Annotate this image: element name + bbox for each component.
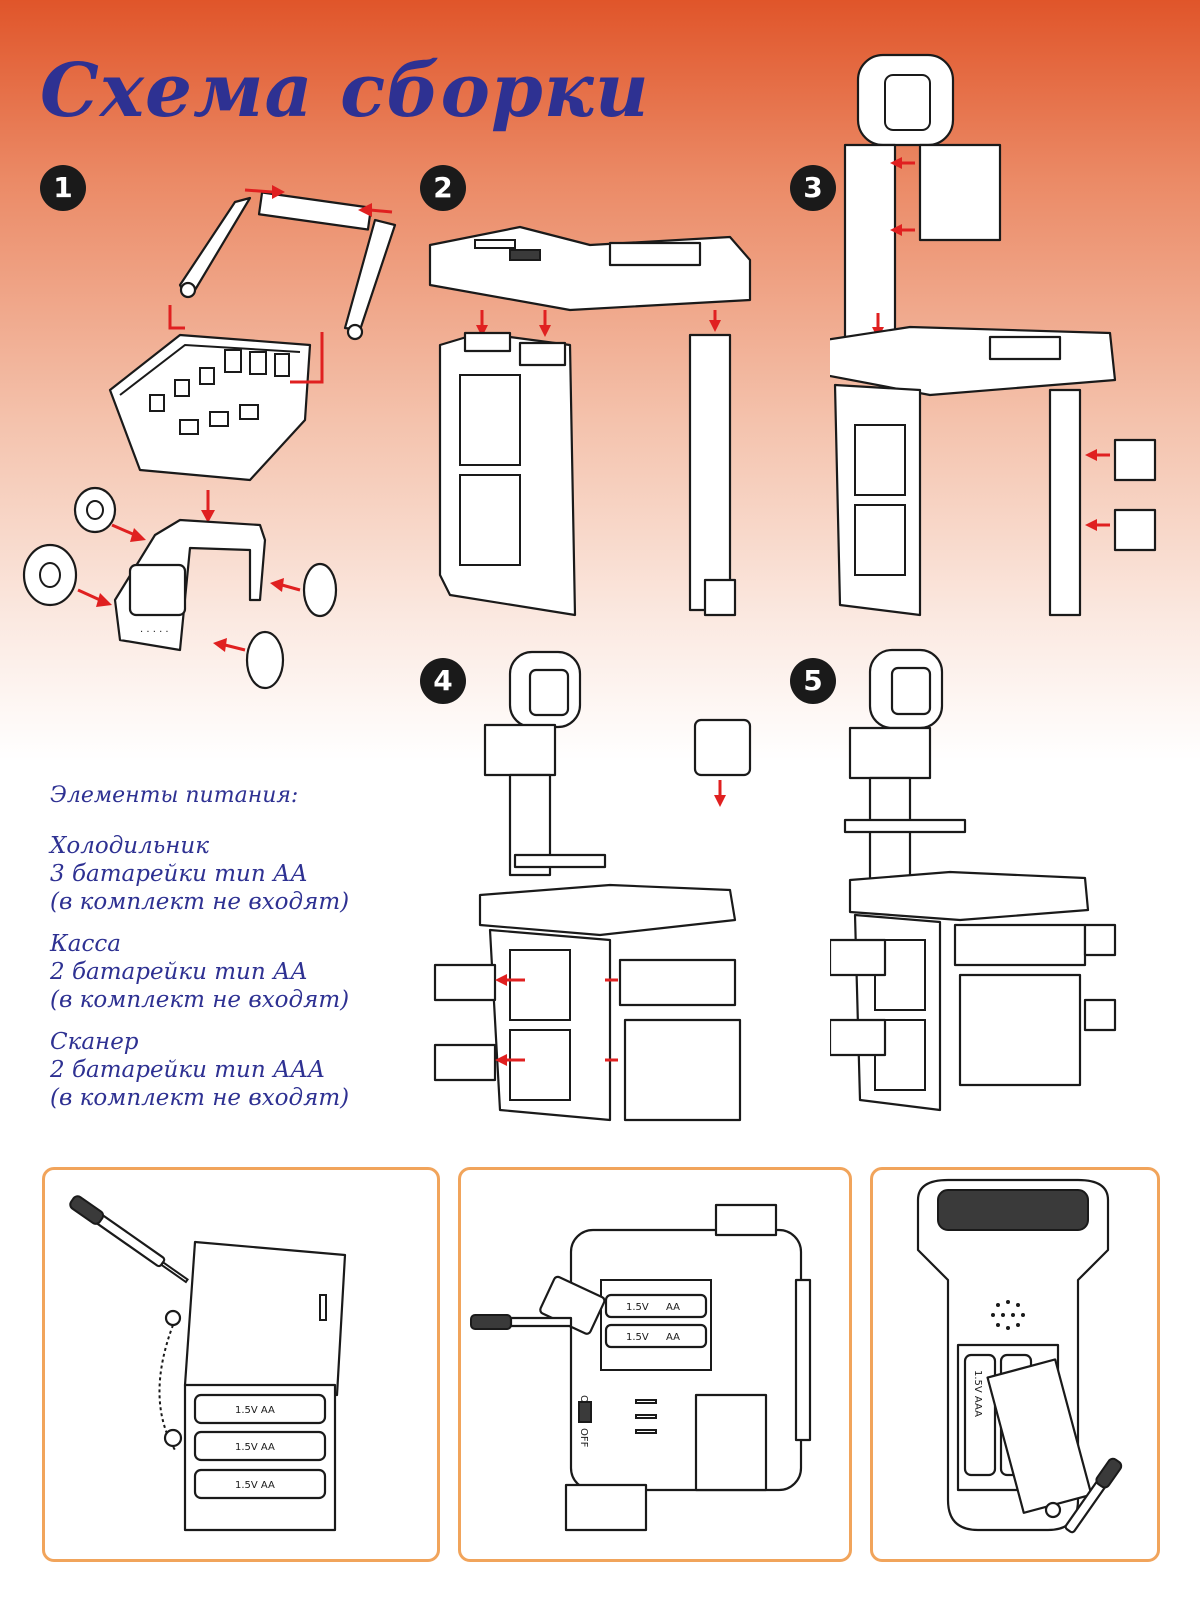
step-number-2: 2: [420, 165, 466, 211]
battery-label: 1.5V AA: [235, 1480, 275, 1491]
step-number-3: 3: [790, 165, 836, 211]
power-group-note: (в комплект не входят): [50, 987, 350, 1013]
battery-label: 1.5V AAA: [972, 1370, 983, 1417]
power-group-note: (в комплект не входят): [50, 1085, 350, 1111]
step-2-counter-illustration: [428, 225, 752, 617]
power-group-name: Сканер: [50, 1029, 139, 1055]
battery-label: AA: [666, 1332, 680, 1343]
battery-label: 1.5V AA: [235, 1405, 275, 1416]
power-group-batteries: 2 батарейки тип АА: [50, 959, 308, 985]
power-elements-info: Элементы питания: Холодильник 3 батарейк…: [50, 783, 420, 1126]
page-title: Схема сборки: [40, 48, 650, 134]
step-5-assembled-illustration: [830, 648, 1117, 1112]
power-group-batteries: 3 батарейки тип АА: [50, 861, 308, 887]
step-3-scanner-stand-illustration: [830, 53, 1157, 617]
step-number-5: 5: [790, 658, 836, 704]
power-group-fridge: Холодильник 3 батарейки тип АА (в компле…: [50, 832, 420, 916]
fridge-battery-compartment-illustration: 1.5V AA 1.5V AA 1.5V AA: [69, 1195, 347, 1532]
cash-register-battery-panel: 1.5V AA 1.5V AA ON OFF: [458, 1167, 852, 1562]
power-group-note: (в комплект не входят): [50, 889, 350, 915]
power-heading: Элементы питания:: [50, 783, 299, 808]
battery-label: 1.5V AA: [235, 1442, 275, 1453]
step-number-1: 1: [40, 165, 86, 211]
power-group-name: Холодильник: [50, 833, 209, 859]
power-group-cash-register: Касса 2 батарейки тип АА (в комплект не …: [50, 930, 420, 1014]
cash-register-battery-compartment-illustration: 1.5V AA 1.5V AA ON OFF: [470, 1203, 812, 1532]
switch-off-label: OFF: [578, 1428, 589, 1448]
scanner-battery-compartment-illustration: 1.5V AAA 1.5V AAA: [916, 1178, 1123, 1534]
step-number-4: 4: [420, 658, 466, 704]
battery-label: 1.5V: [626, 1332, 649, 1343]
battery-label: AA: [666, 1302, 680, 1313]
step-4-accessories-illustration: [433, 650, 752, 1122]
fridge-battery-panel: 1.5V AA 1.5V AA 1.5V AA: [42, 1167, 440, 1562]
battery-label: 1.5V: [626, 1302, 649, 1313]
power-group-name: Касса: [50, 931, 121, 957]
power-group-batteries: 2 батарейки тип ААА: [50, 1057, 326, 1083]
power-group-scanner: Сканер 2 батарейки тип ААА (в комплект н…: [50, 1028, 420, 1112]
svg-text:· · · · ·: · · · · ·: [140, 627, 169, 638]
scanner-battery-panel: 1.5V AAA 1.5V AAA: [870, 1167, 1160, 1562]
step-1-cart-illustration: · · · · ·: [22, 185, 397, 690]
